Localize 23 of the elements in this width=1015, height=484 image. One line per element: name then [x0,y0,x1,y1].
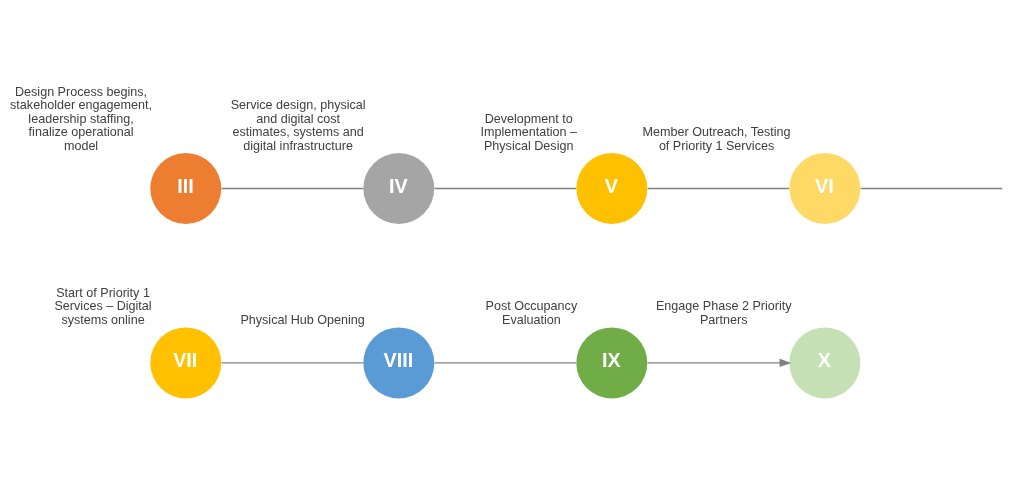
connector [220,362,364,364]
node-circle: V [576,153,648,224]
node-circle: IV [363,153,435,224]
node-circle: VIII [363,327,435,399]
node-circle: X [789,327,861,399]
connector [860,187,1003,190]
node-label: Start of Priority 1 Services – Digital systems online [54,286,152,327]
node-circle: IX [576,327,648,399]
node-label: Development to Implementation – Physical Design [480,111,577,153]
node-circle: VII [150,327,222,399]
node-label: Service design, physical and digital cost estimates, systems and digital infrastructure [230,98,366,153]
node-label: Design Process begins, stakeholder engagement, leadership staffing, finalize operational model [10,84,153,153]
connector [433,362,577,364]
arrow [646,358,792,367]
node-label: Engage Phase 2 Priority Partners [655,299,792,327]
connector [220,187,364,190]
node-circle: VI [789,153,861,224]
node-circle: III [150,153,222,224]
node-label: Member Outreach, Testing of Priority 1 Services [642,125,791,153]
connector [433,187,577,190]
node-label: Physical Hub Opening [240,312,365,327]
connector [646,187,790,190]
node-label: Post Occupancy Evaluation [485,299,578,327]
